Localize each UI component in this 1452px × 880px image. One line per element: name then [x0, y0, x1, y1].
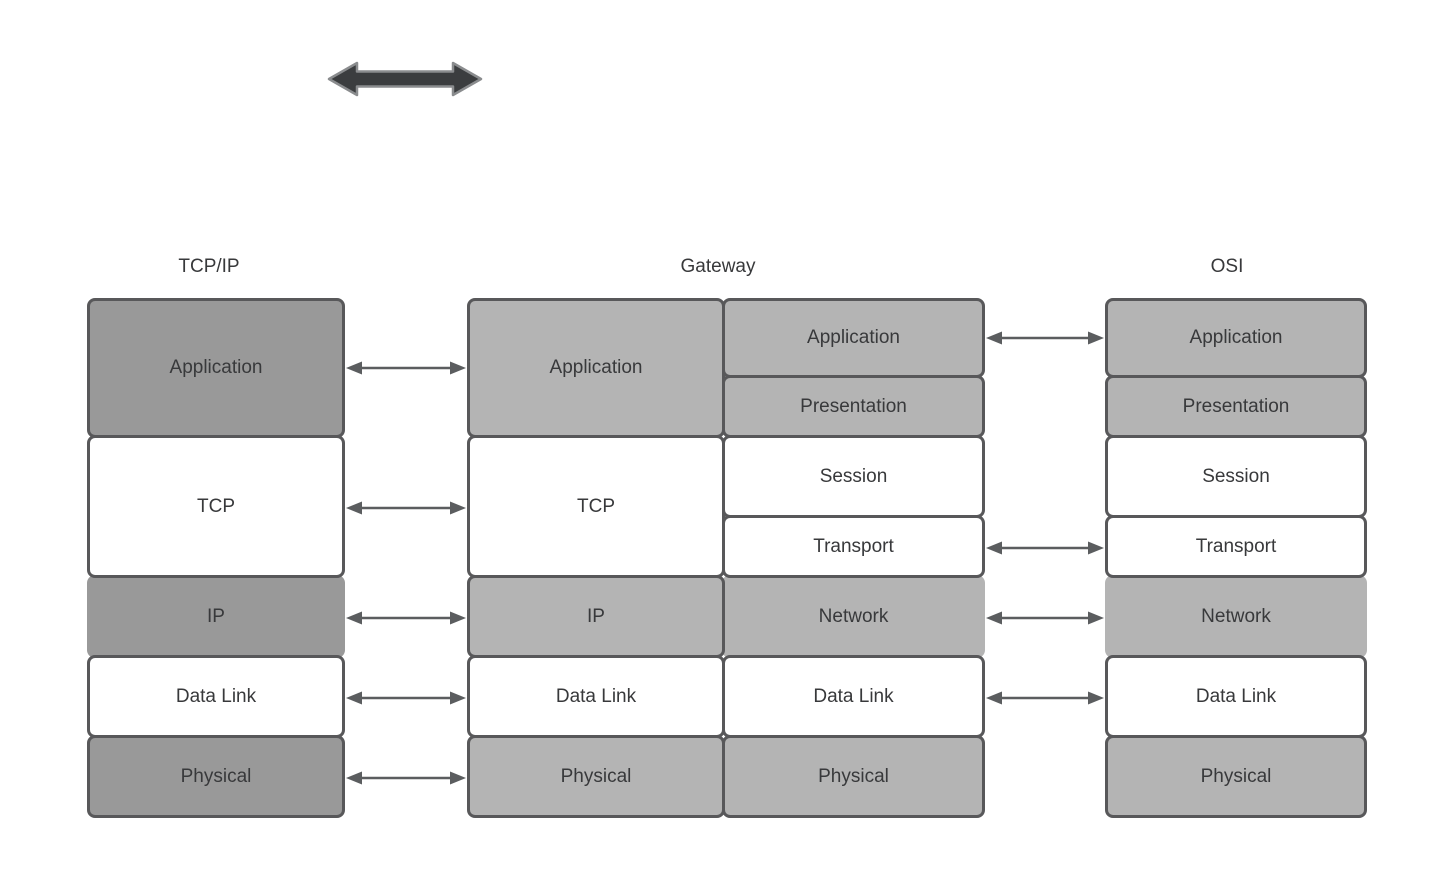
- connector-arrow-gateway-osi-data-link: [986, 691, 1104, 705]
- layer-box-gateway-osi-network: Network: [722, 575, 985, 658]
- layer-box-gateway-tcp: TCP: [467, 435, 725, 578]
- layer-box-osi-session: Session: [1105, 435, 1367, 518]
- stack-gateway-left: Application TCP IP Data Link Physical: [467, 298, 725, 818]
- layer-box-gateway-osi-physical: Physical: [722, 735, 985, 818]
- connector-arrow-tcpip-gateway-application: [346, 361, 466, 375]
- stack-osi: Application Presentation Session Transpo…: [1105, 298, 1367, 818]
- connector-arrow-gateway-osi-application: [986, 331, 1104, 345]
- layer-box-gateway-osi-session: Session: [722, 435, 985, 518]
- connector-arrow-gateway-osi-transport: [986, 541, 1104, 555]
- stack-tcpip: Application TCP IP Data Link Physical: [87, 298, 345, 818]
- layer-box-gateway-physical: Physical: [467, 735, 725, 818]
- layer-box-gateway-osi-data-link: Data Link: [722, 655, 985, 738]
- column-title-gateway: Gateway: [680, 256, 756, 277]
- layer-box-tcpip-application: Application: [87, 298, 345, 438]
- connector-arrow-tcpip-gateway-physical: [346, 771, 466, 785]
- layer-box-osi-physical: Physical: [1105, 735, 1367, 818]
- layer-box-osi-network: Network: [1105, 575, 1367, 658]
- layer-box-tcpip-tcp: TCP: [87, 435, 345, 578]
- layer-box-gateway-ip: IP: [467, 575, 725, 658]
- layer-box-osi-presentation: Presentation: [1105, 375, 1367, 438]
- connector-arrow-tcpip-gateway-tcp: [346, 501, 466, 515]
- column-title-tcpip: TCP/IP: [178, 256, 240, 277]
- layer-box-tcpip-ip: IP: [87, 575, 345, 658]
- connector-arrow-gateway-osi-network: [986, 611, 1104, 625]
- layer-box-osi-application: Application: [1105, 298, 1367, 378]
- layer-box-osi-transport: Transport: [1105, 515, 1367, 578]
- layer-box-gateway-application: Application: [467, 298, 725, 438]
- column-title-osi: OSI: [1210, 256, 1244, 277]
- layer-box-gateway-data-link: Data Link: [467, 655, 725, 738]
- connector-arrow-tcpip-gateway-ip: [346, 611, 466, 625]
- layer-box-gateway-osi-application: Application: [722, 298, 985, 378]
- stack-gateway-right: Application Presentation Session Transpo…: [722, 298, 985, 818]
- layer-box-osi-data-link: Data Link: [1105, 655, 1367, 738]
- layer-box-tcpip-physical: Physical: [87, 735, 345, 818]
- layer-box-gateway-osi-transport: Transport: [722, 515, 985, 578]
- layer-box-gateway-osi-presentation: Presentation: [722, 375, 985, 438]
- double-arrow-icon: [327, 61, 483, 97]
- layer-box-tcpip-data-link: Data Link: [87, 655, 345, 738]
- connector-arrow-tcpip-gateway-data-link: [346, 691, 466, 705]
